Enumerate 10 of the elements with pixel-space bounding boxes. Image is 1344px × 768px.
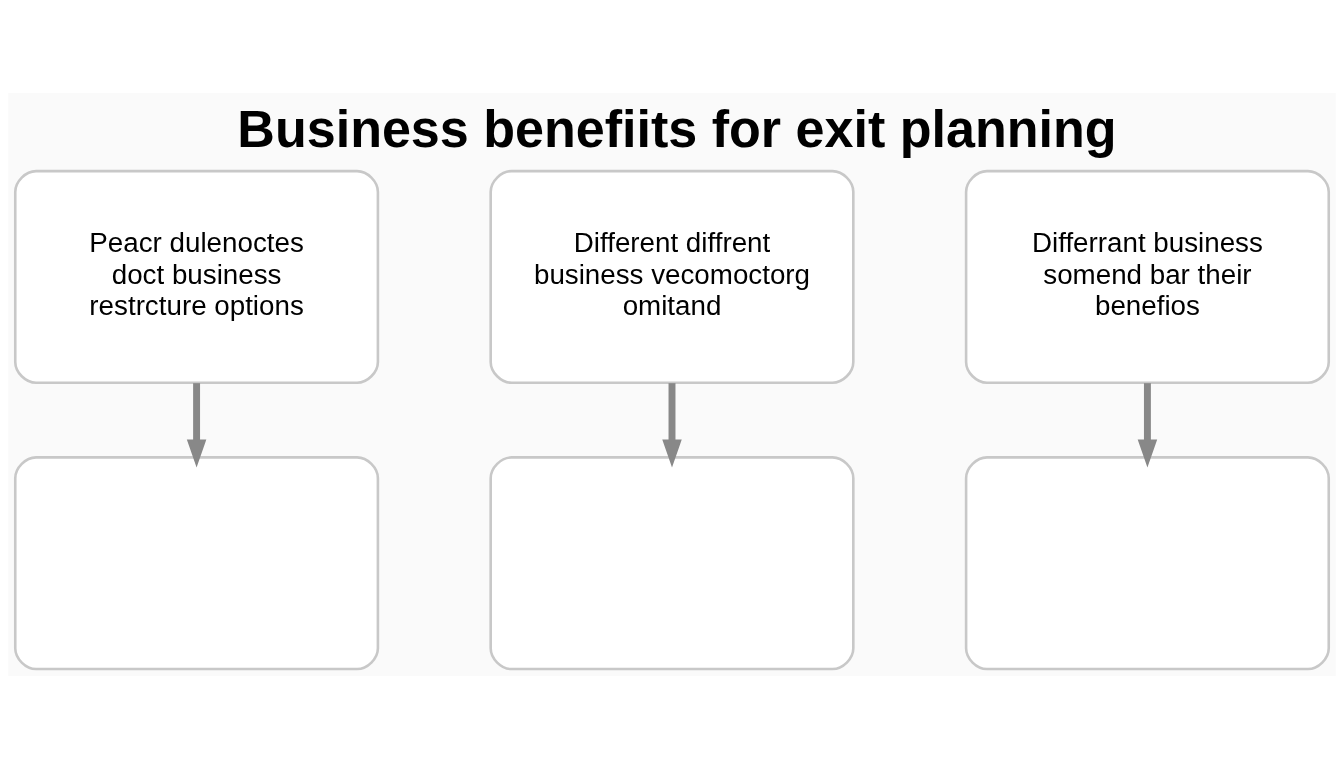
node-box: Different diffrent business vecomoctorg omitand: [489, 169, 855, 384]
node-box: [489, 455, 855, 670]
diagram-title: Business benefiits for exit planning: [237, 99, 1117, 158]
arrow: [662, 382, 682, 467]
arrow: [1137, 382, 1158, 467]
node-box: Differrant business somend bar their benefios: [964, 169, 1331, 384]
arrow: [186, 382, 207, 467]
node-box: [964, 455, 1331, 670]
node-box: Peacr dulenoctes doct business restrcture options: [13, 169, 380, 384]
node-box: [13, 455, 380, 670]
